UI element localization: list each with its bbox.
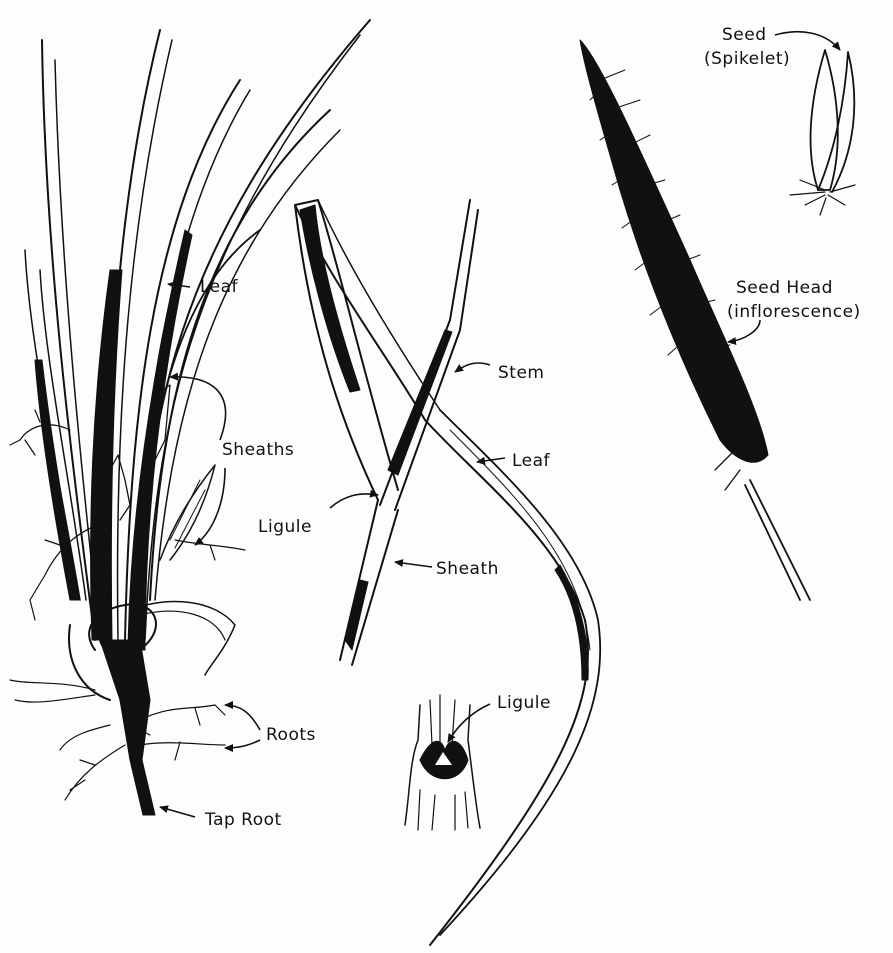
seed-callout: Seed (Spikelet) [704, 25, 840, 69]
whole-grass-plant [10, 20, 370, 815]
detail-ligule-label: Ligule [258, 517, 312, 537]
plant-taproot-label: Tap Root [204, 810, 282, 830]
seed-label: Seed [722, 25, 767, 45]
seed-head-callout: Seed Head (inflorescence) [727, 278, 861, 342]
detail-stem-label: Stem [498, 363, 544, 383]
detail-stem-callout: Stem [455, 363, 544, 383]
detail-sheath-callout: Sheath [395, 559, 499, 579]
seed-spikelet [790, 50, 855, 215]
plant-sheaths-label: Sheaths [222, 440, 294, 460]
ligule-closeup [405, 695, 480, 830]
spikelet-label: (Spikelet) [704, 49, 790, 69]
detail-sheath-label: Sheath [436, 559, 499, 579]
detail-ligule-callout: Ligule [258, 494, 378, 537]
plant-leaf-label: Leaf [200, 277, 239, 297]
closeup-ligule-callout: Ligule [448, 693, 551, 742]
closeup-ligule-label: Ligule [497, 693, 551, 713]
detail-leaf-label: Leaf [512, 451, 551, 471]
plant-roots-callout: Roots [225, 705, 316, 748]
plant-roots-label: Roots [266, 725, 316, 745]
inflorescence-label: (inflorescence) [727, 302, 861, 322]
plant-taproot-callout: Tap Root [160, 807, 282, 830]
seed-head-label: Seed Head [736, 278, 833, 298]
